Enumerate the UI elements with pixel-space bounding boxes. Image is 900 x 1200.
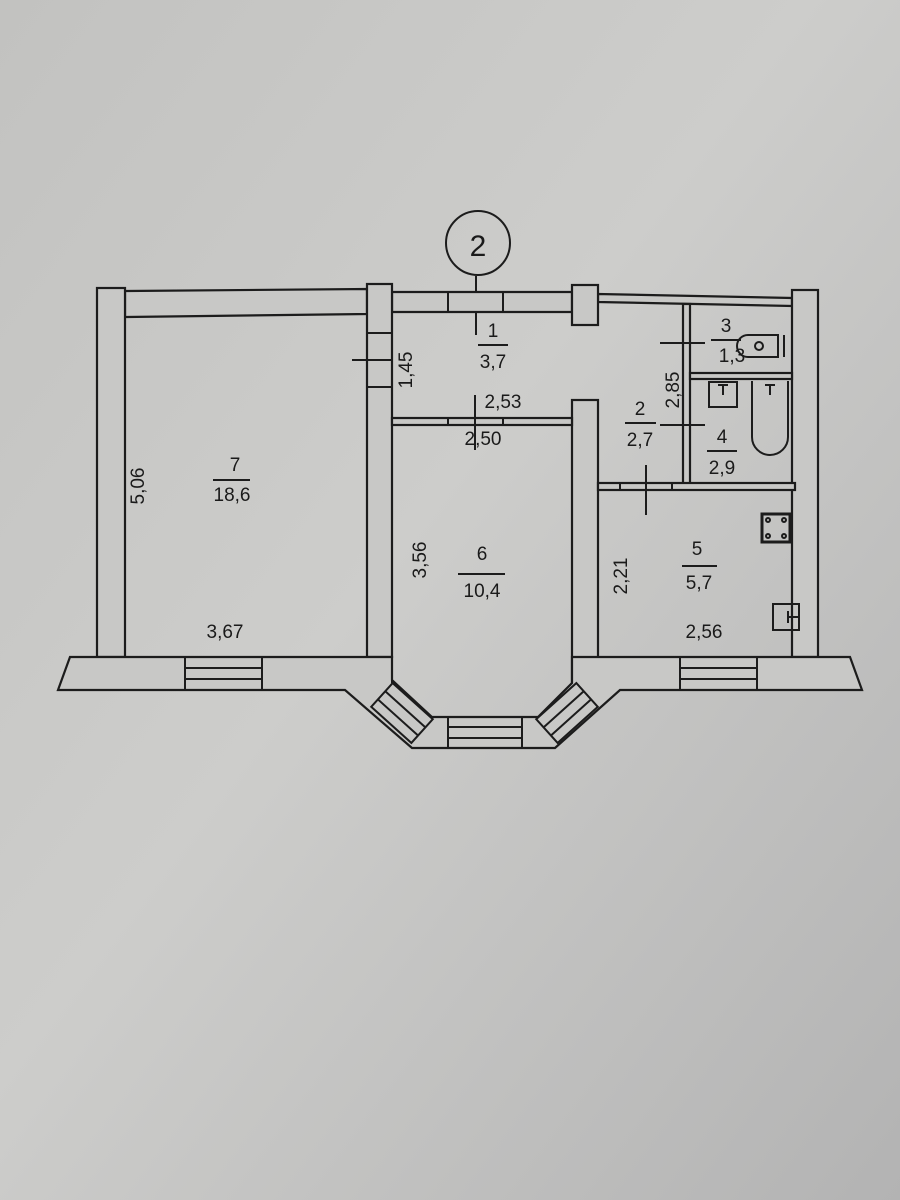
room-number: 4 [717,427,728,448]
room-label-2: 2 2,7 [625,399,656,451]
stove-icon [760,512,792,544]
dimension-room7-height: 5,06 [128,468,149,505]
window-bay-left [369,681,435,745]
axis-marker-label: 2 [470,230,487,263]
bathtub-icon [751,381,789,456]
partition-kitchen [596,481,797,492]
dimension-room7-width: 3,67 [207,622,244,643]
sink-icon [708,381,738,408]
dimension-room6-width: 2,50 [465,429,502,450]
room-number: 7 [230,455,241,476]
room-label-7: 7 18,6 [213,455,250,506]
room-area: 2,9 [709,458,735,479]
axis-marker: 2 [445,210,511,335]
room-number: 1 [488,321,499,342]
room-label-1: 1 3,7 [478,321,508,373]
window-kitchen [679,656,758,691]
window-room7 [184,656,263,691]
toilet-icon [736,334,785,358]
top-wall-room7 [123,287,369,319]
dimension-room1-width: 2,53 [485,392,522,413]
room-label-3: 3 1,3 [711,316,745,367]
room-area: 5,7 [686,573,712,594]
dimension-room1-height: 1,45 [396,352,417,389]
room-area: 1,3 [719,346,745,367]
dimension-room6-height: 3,56 [410,542,431,579]
dimension-room5-width: 2,56 [686,622,723,643]
boiler-icon [772,603,800,631]
partition-bathroom [681,302,692,486]
room-area: 18,6 [214,485,251,506]
room-number: 6 [477,544,488,565]
room-number: 5 [692,539,703,560]
room-label-5: 5 5,7 [682,539,717,594]
room-number: 3 [721,316,732,337]
dimension-room2-height: 2,85 [663,372,684,409]
right-outer-wall [790,288,820,659]
pillar [570,283,600,327]
room-area: 3,7 [480,352,506,373]
room-area: 2,7 [627,430,653,451]
middle-wall [365,282,394,659]
left-outer-wall [95,286,127,659]
partition-3-4 [688,371,794,381]
window-bay-center [447,716,523,749]
room-area: 10,4 [464,581,501,602]
room-number: 2 [635,399,646,420]
room-label-6: 6 10,4 [458,544,505,602]
window-bay-right [534,681,600,745]
dimension-room5-height: 2,21 [611,558,632,595]
wall-room6-right [570,398,600,687]
partition-1-6 [390,416,574,427]
room-label-4: 4 2,9 [707,427,737,479]
top-wall-hall [390,290,574,314]
